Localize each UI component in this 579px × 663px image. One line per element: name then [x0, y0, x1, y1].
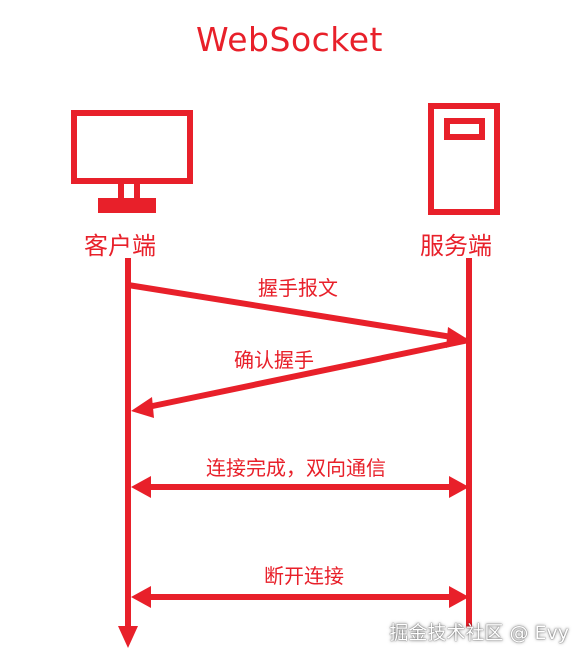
server-tower-icon [428, 103, 500, 215]
message-label-handshake-request: 握手报文 [258, 276, 338, 300]
diagram-title: WebSocket [196, 20, 383, 59]
monitor-icon [71, 110, 193, 213]
message-arrowhead-bidirectional-left [131, 476, 151, 498]
message-label-bidirectional: 连接完成，双向通信 [206, 456, 386, 480]
client-label: 客户端 [84, 232, 156, 260]
message-label-disconnect: 断开连接 [264, 564, 344, 588]
message-arrow-handshake-ack [142, 337, 470, 411]
message-arrowhead-disconnect-left [131, 586, 151, 608]
watermark: 掘金技术社区 @ Evy [389, 622, 569, 644]
client-lifeline-arrowhead [118, 626, 138, 648]
message-arrowhead-handshake-ack [131, 397, 154, 418]
message-arrow-handshake-request [127, 282, 459, 341]
message-label-handshake-ack: 确认握手 [234, 348, 314, 372]
message-arrowhead-bidirectional-right [449, 476, 469, 498]
server-label: 服务端 [420, 232, 492, 260]
message-arrowhead-disconnect-right [449, 586, 469, 608]
